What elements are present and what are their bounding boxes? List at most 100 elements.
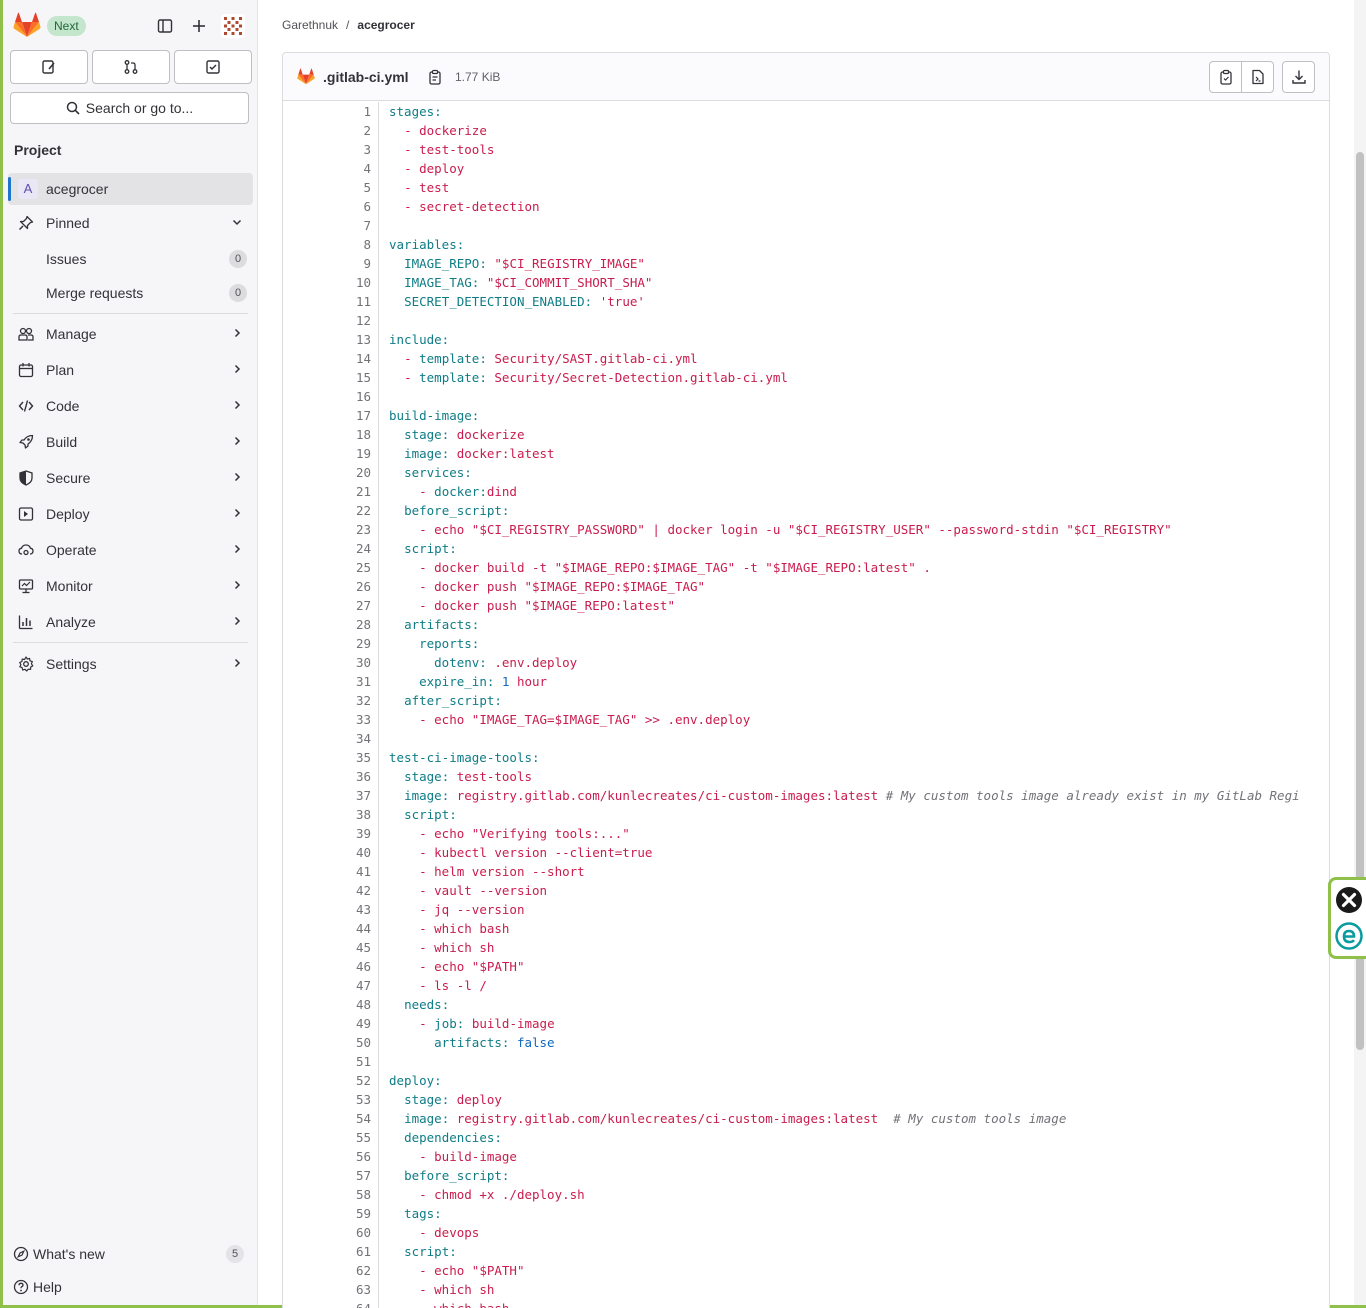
line-number[interactable]: 57	[355, 1168, 371, 1183]
line-number[interactable]: 48	[355, 997, 371, 1012]
plus-icon[interactable]	[187, 14, 211, 38]
sidebar-item-analyze[interactable]: Analyze	[8, 606, 253, 638]
line-number[interactable]: 59	[355, 1206, 371, 1221]
line-number[interactable]: 4	[363, 161, 371, 176]
sidebar-item-manage[interactable]: Manage	[8, 318, 253, 350]
next-badge[interactable]: Next	[47, 16, 86, 36]
line-number[interactable]: 18	[355, 427, 371, 442]
breadcrumb-project-link[interactable]: acegrocer	[357, 18, 415, 32]
sidebar-item-operate[interactable]: Operate	[8, 534, 253, 566]
line-number[interactable]: 29	[355, 636, 371, 651]
line-number[interactable]: 5	[363, 180, 371, 195]
eset-logo-icon[interactable]	[1335, 922, 1363, 950]
line-number[interactable]: 13	[355, 332, 371, 347]
todo-list-button[interactable]	[174, 50, 252, 84]
line-number[interactable]: 23	[355, 522, 371, 537]
page-scrollbar-thumb[interactable]	[1356, 152, 1364, 1050]
line-number[interactable]: 32	[355, 693, 371, 708]
toggle-sidebar-icon[interactable]	[153, 14, 177, 38]
line-number[interactable]: 56	[355, 1149, 371, 1164]
merge-requests-button[interactable]	[92, 50, 170, 84]
sidebar-item-secure[interactable]: Secure	[8, 462, 253, 494]
copy-file-path-icon[interactable]	[427, 69, 443, 85]
sidebar-item-code[interactable]: Code	[8, 390, 253, 422]
line-number[interactable]: 41	[355, 864, 371, 879]
search-button[interactable]: Search or go to...	[10, 92, 249, 124]
line-number[interactable]: 63	[355, 1282, 371, 1297]
line-number[interactable]: 31	[355, 674, 371, 689]
user-avatar[interactable]	[221, 14, 245, 38]
line-number[interactable]: 50	[355, 1035, 371, 1050]
line-number[interactable]: 35	[355, 750, 371, 765]
line-number[interactable]: 28	[355, 617, 371, 632]
line-number[interactable]: 1	[363, 104, 371, 119]
download-button[interactable]	[1282, 61, 1315, 93]
line-number[interactable]: 24	[355, 541, 371, 556]
line-number[interactable]: 62	[355, 1263, 371, 1278]
line-number[interactable]: 46	[355, 959, 371, 974]
line-number[interactable]: 54	[355, 1111, 371, 1126]
line-number[interactable]: 15	[355, 370, 371, 385]
line-number[interactable]: 58	[355, 1187, 371, 1202]
line-number[interactable]: 3	[363, 142, 371, 157]
line-number[interactable]: 17	[355, 408, 371, 423]
line-number[interactable]: 33	[355, 712, 371, 727]
help-button[interactable]: Help	[13, 1275, 248, 1299]
copy-contents-button[interactable]	[1209, 61, 1242, 93]
line-number[interactable]: 43	[355, 902, 371, 917]
line-number[interactable]: 53	[355, 1092, 371, 1107]
breadcrumb-group-link[interactable]: Garethnuk	[282, 18, 339, 32]
line-number[interactable]: 8	[363, 237, 371, 252]
line-number[interactable]: 10	[355, 275, 371, 290]
line-number[interactable]: 16	[355, 389, 371, 404]
sidebar-item-monitor[interactable]: Monitor	[8, 570, 253, 602]
close-circle-icon[interactable]	[1335, 886, 1363, 914]
line-number[interactable]: 36	[355, 769, 371, 784]
line-number[interactable]: 39	[355, 826, 371, 841]
line-number[interactable]: 52	[355, 1073, 371, 1088]
sidebar-item-build[interactable]: Build	[8, 426, 253, 458]
line-number[interactable]: 6	[363, 199, 371, 214]
line-number[interactable]: 45	[355, 940, 371, 955]
line-number[interactable]: 20	[355, 465, 371, 480]
line-number[interactable]: 19	[355, 446, 371, 461]
line-number[interactable]: 25	[355, 560, 371, 575]
line-number[interactable]: 64	[283, 1299, 371, 1308]
line-number[interactable]: 27	[355, 598, 371, 613]
line-number[interactable]: 11	[355, 294, 371, 309]
line-number[interactable]: 61	[355, 1244, 371, 1259]
line-number[interactable]: 22	[355, 503, 371, 518]
line-number[interactable]: 2	[363, 123, 371, 138]
line-number[interactable]: 51	[355, 1054, 371, 1069]
line-number[interactable]: 60	[355, 1225, 371, 1240]
line-number[interactable]: 42	[355, 883, 371, 898]
sidebar-item-pinned[interactable]: Pinned	[8, 207, 253, 239]
line-number[interactable]: 49	[355, 1016, 371, 1031]
line-number[interactable]: 34	[355, 731, 371, 746]
line-number[interactable]: 14	[355, 351, 371, 366]
sidebar-item-settings[interactable]: Settings	[8, 648, 253, 680]
sidebar-item-deploy[interactable]: Deploy	[8, 498, 253, 530]
line-number[interactable]: 7	[363, 218, 371, 233]
sidebar-item-plan[interactable]: Plan	[8, 354, 253, 386]
line-number[interactable]: 26	[355, 579, 371, 594]
line-number[interactable]: 47	[355, 978, 371, 993]
line-number[interactable]: 44	[355, 921, 371, 936]
line-number[interactable]: 40	[355, 845, 371, 860]
gitlab-logo-icon[interactable]	[13, 12, 41, 38]
open-raw-button[interactable]	[1241, 61, 1274, 93]
line-number[interactable]: 30	[355, 655, 371, 670]
line-number[interactable]: 9	[363, 256, 371, 271]
line-number[interactable]: 12	[355, 313, 371, 328]
line-number[interactable]: 38	[355, 807, 371, 822]
line-number[interactable]: 21	[355, 484, 371, 499]
line-number[interactable]: 37	[355, 788, 371, 803]
sidebar-item-project[interactable]: A acegrocer	[8, 173, 253, 205]
assigned-issues-button[interactable]	[10, 50, 88, 84]
whats-new-button[interactable]: What's new 5	[13, 1242, 248, 1266]
line-number[interactable]: 55	[355, 1130, 371, 1145]
sidebar-item-issues[interactable]: Issues 0	[8, 243, 253, 275]
sidebar-item-merge-requests[interactable]: Merge requests 0	[8, 277, 253, 309]
code-line: 60 - devops	[283, 1223, 1329, 1242]
